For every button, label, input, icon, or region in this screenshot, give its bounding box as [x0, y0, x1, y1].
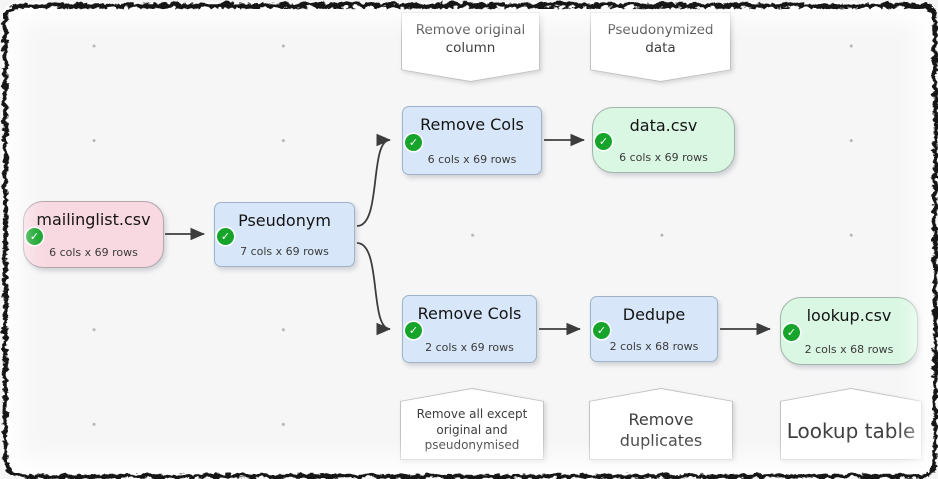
comment-text: Lookup table [786, 418, 916, 443]
status-ok-icon: ✓ [405, 322, 422, 340]
node-size-label: 7 cols x 69 rows [240, 245, 329, 258]
status-ok-icon: ✓ [595, 133, 612, 151]
node-title: Remove Cols [420, 115, 524, 134]
status-ok-icon: ✓ [26, 227, 43, 245]
comment-remove-all-except[interactable]: Remove all except original and pseudonym… [400, 388, 544, 460]
node-size-label: 6 cols x 69 rows [427, 153, 517, 166]
node-title: Pseudonym [238, 211, 331, 230]
comment-remove-original-column[interactable]: Remove original column [401, 12, 540, 82]
node-title: mailinglist.csv [36, 210, 151, 229]
node-remove-cols-1[interactable]: ✓ Remove Cols 6 cols x 69 rows [402, 106, 542, 175]
status-ok-icon: ✓ [405, 133, 422, 151]
comment-remove-duplicates[interactable]: Remove duplicates [589, 388, 733, 460]
node-size-label: 2 cols x 68 rows [609, 340, 699, 353]
node-data-csv[interactable]: ✓ data.csv 6 cols x 69 rows [592, 107, 735, 173]
comment-text: Remove duplicates [619, 409, 703, 450]
node-remove-cols-2[interactable]: ✓ Remove Cols 2 cols x 69 rows [402, 295, 537, 363]
node-title: lookup.csv [806, 306, 892, 325]
node-pseudonym[interactable]: ✓ Pseudonym 7 cols x 69 rows [214, 202, 355, 267]
node-title: data.csv [629, 116, 698, 135]
node-title: Remove Cols [417, 304, 522, 323]
status-ok-icon: ✓ [783, 324, 800, 342]
status-ok-icon: ✓ [217, 227, 234, 245]
node-size-label: 6 cols x 69 rows [619, 151, 708, 164]
node-size-label: 2 cols x 68 rows [804, 343, 894, 356]
status-ok-icon: ✓ [593, 322, 610, 340]
comment-text: Pseudonymized data [607, 22, 714, 56]
node-mailinglist-csv[interactable]: ✓ mailinglist.csv 6 cols x 69 rows [23, 201, 164, 268]
node-lookup-csv[interactable]: ✓ lookup.csv 2 cols x 68 rows [780, 297, 918, 365]
node-size-label: 6 cols x 69 rows [49, 246, 138, 259]
node-size-label: 2 cols x 69 rows [425, 341, 514, 354]
comment-lookup-table[interactable]: Lookup table [780, 388, 922, 460]
comment-text: Remove all except original and pseudonym… [416, 407, 528, 453]
comment-text: Remove original column [415, 22, 526, 56]
node-title: Dedupe [622, 305, 686, 324]
node-dedupe[interactable]: ✓ Dedupe 2 cols x 68 rows [590, 296, 718, 362]
comment-pseudonymized-data[interactable]: Pseudonymized data [590, 12, 731, 82]
